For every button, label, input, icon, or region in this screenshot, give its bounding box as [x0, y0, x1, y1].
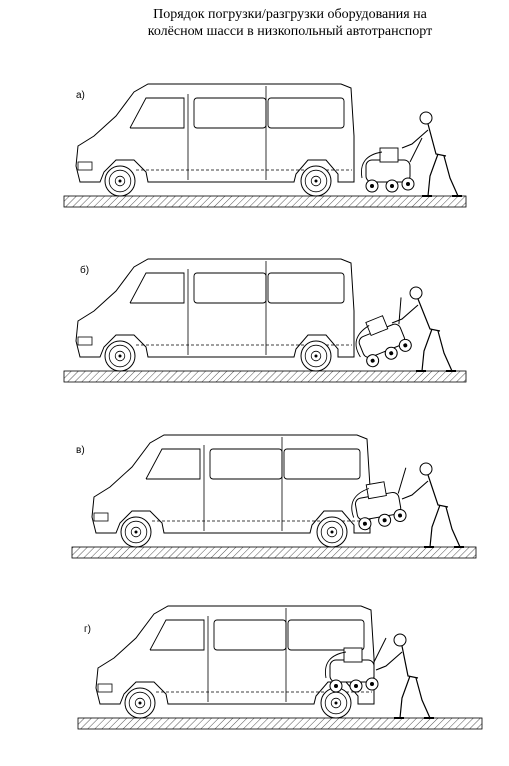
person-leg-back — [415, 677, 431, 719]
van-side-window-rear — [267, 97, 345, 129]
cart-frame — [360, 151, 383, 179]
van-rear-wheel — [300, 165, 332, 197]
person-figure — [401, 462, 464, 548]
equipment-cart — [351, 467, 407, 531]
van — [95, 605, 375, 705]
panel-label-c: в) — [76, 445, 85, 456]
person-torso — [417, 298, 441, 332]
van-scene-c — [71, 434, 477, 559]
cart-wheel — [393, 508, 407, 522]
cart-frame — [351, 488, 370, 518]
person-figure — [375, 633, 434, 719]
title-line-2: колёсном шасси в низкопольный автотрансп… — [147, 24, 433, 39]
person-torso — [427, 474, 449, 508]
panel-label-b: б) — [80, 265, 90, 276]
cart-wheel — [358, 517, 372, 531]
person-leg-back — [443, 155, 459, 197]
person-leg-back — [445, 506, 461, 548]
van-front-wheel — [104, 165, 136, 197]
van-scene-a — [63, 83, 467, 208]
cart-wheel — [349, 679, 363, 693]
cart-wheel — [385, 179, 399, 193]
van-side-window-rear — [283, 448, 361, 480]
panel-d: г) — [0, 590, 509, 740]
diagram-title: Порядок погрузки/разгрузки оборудования … — [100, 6, 480, 40]
panel-c: в) — [0, 415, 509, 565]
person-leg-back — [437, 330, 453, 372]
ground-strip — [71, 546, 477, 559]
title-line-1: Порядок погрузки/разгрузки оборудования … — [153, 7, 427, 22]
van-front-wheel — [124, 687, 156, 719]
panel-a: а) — [0, 60, 509, 210]
van-rear-wheel — [316, 516, 348, 548]
person-torso — [401, 645, 419, 679]
van — [75, 258, 355, 358]
person-head — [393, 633, 407, 647]
van-scene-d — [77, 605, 483, 730]
cart-wheel — [365, 677, 379, 691]
person-head — [419, 462, 433, 476]
person-leg-front — [427, 153, 439, 197]
van — [91, 434, 371, 534]
person-head — [409, 286, 423, 300]
cart-body — [365, 159, 411, 183]
van-body — [91, 434, 371, 534]
van-windshield — [145, 448, 201, 480]
person-leg-front — [429, 504, 441, 548]
van-windshield — [129, 97, 185, 129]
cart-motor — [365, 481, 387, 500]
cart-wheel — [401, 177, 415, 191]
cart-wheel — [366, 354, 380, 368]
ground-strip — [63, 195, 467, 208]
panel-label-d: г) — [84, 624, 91, 635]
ground-strip — [63, 370, 467, 383]
equipment-cart — [360, 137, 423, 193]
cart-wheel — [398, 338, 412, 352]
van-side-window-rear — [267, 272, 345, 304]
panel-label-a: а) — [76, 90, 85, 101]
van-windshield — [129, 272, 185, 304]
van-headlight — [93, 512, 109, 522]
cart-motor — [343, 647, 363, 663]
panel-b: б) — [0, 237, 509, 387]
person-figure — [401, 111, 462, 197]
person-leg-front — [399, 675, 411, 719]
van-front-wheel — [120, 516, 152, 548]
cart-handle — [373, 637, 387, 663]
equipment-cart — [355, 297, 412, 368]
person-leg-front — [421, 328, 433, 372]
cart-wheel — [378, 513, 392, 527]
van-side-window-rear — [287, 619, 365, 651]
van-windshield — [149, 619, 205, 651]
cart-wheel — [329, 679, 343, 693]
cart-motor — [365, 315, 389, 337]
van-body — [75, 258, 355, 358]
ground-strip — [77, 717, 483, 730]
van-rear-wheel — [300, 340, 332, 372]
van-body — [75, 83, 355, 183]
person-arm — [401, 480, 429, 500]
van — [75, 83, 355, 183]
person-arm — [391, 304, 419, 324]
person-head — [419, 111, 433, 125]
van-front-wheel — [104, 340, 136, 372]
van-headlight — [77, 336, 93, 346]
cart-handle — [409, 137, 423, 163]
van-headlight — [77, 161, 93, 171]
person-arm — [401, 129, 429, 149]
cart-handle — [397, 467, 407, 494]
cart-body — [329, 659, 375, 683]
cart-frame — [355, 325, 370, 358]
cart-wheel — [384, 346, 398, 360]
person-arm — [375, 651, 403, 671]
van-scene-b — [63, 258, 467, 383]
equipment-cart — [324, 637, 387, 693]
person-torso — [427, 123, 447, 157]
cart-motor — [379, 147, 399, 163]
van-headlight — [97, 683, 113, 693]
person-figure — [391, 286, 456, 372]
cart-frame — [324, 651, 347, 679]
cart-wheel — [365, 179, 379, 193]
